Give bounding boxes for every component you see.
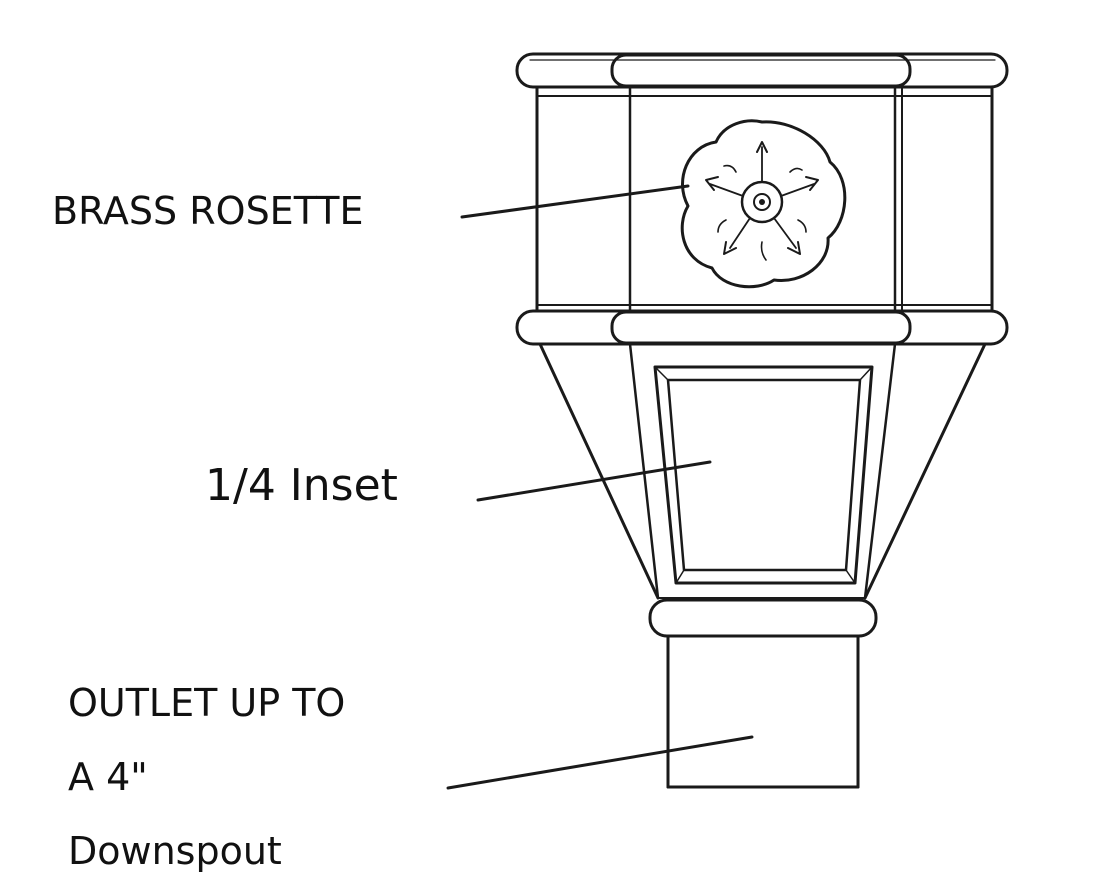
middle-molding-band: [515, 309, 1009, 346]
outlet-pipe: [666, 634, 860, 789]
bottom-collar-band: [648, 598, 878, 638]
outlet-label-line2: A 4": [68, 755, 148, 799]
outlet-leader-line: [446, 735, 754, 790]
brass-rosette: [680, 119, 847, 289]
outlet-label-line3: Downspout: [68, 829, 282, 873]
upper-box-body: [535, 85, 994, 315]
tapered-hopper: [538, 342, 987, 600]
top-molding-band: [515, 52, 1009, 89]
rosette-leader-line: [460, 184, 690, 219]
inset-label: 1/4 Inset: [205, 460, 398, 511]
leader-lines: [446, 184, 754, 790]
inset-panel: [653, 365, 874, 585]
outlet-label-line1: OUTLET UP TO: [68, 681, 345, 725]
inset-leader-line: [476, 460, 712, 502]
brass-rosette-label: BRASS ROSETTE: [52, 189, 363, 233]
